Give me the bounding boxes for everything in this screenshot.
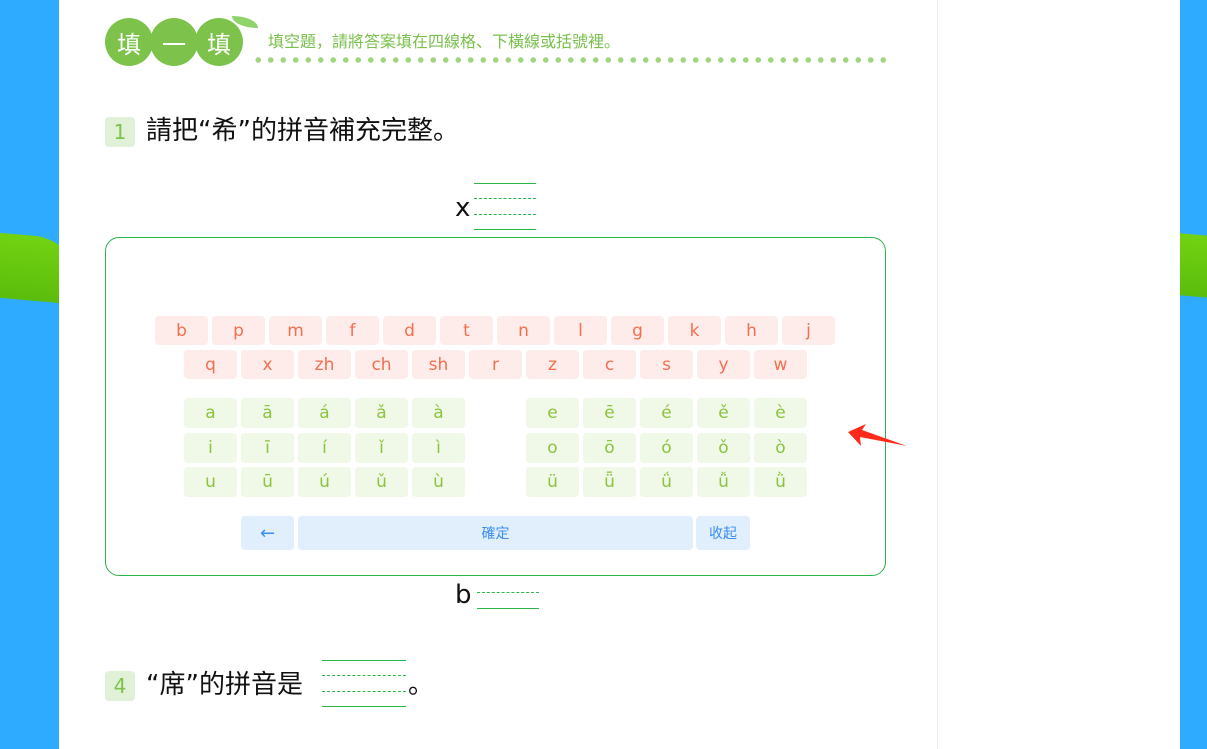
- vowel-key[interactable]: ó: [640, 433, 693, 463]
- vowel-key[interactable]: á: [298, 398, 351, 428]
- pinyin-answer-field[interactable]: [477, 592, 539, 610]
- consonant-key[interactable]: x: [241, 350, 294, 379]
- vowel-key[interactable]: ě: [697, 398, 750, 428]
- column-divider: [937, 0, 938, 749]
- question-suffix: 。: [408, 670, 435, 700]
- consonant-key[interactable]: j: [782, 316, 835, 345]
- question-text: 請把“希”的拼音補充完整。: [146, 116, 459, 146]
- vowel-key[interactable]: è: [754, 398, 807, 428]
- vowel-key[interactable]: ǚ: [697, 467, 750, 497]
- pinyin-answer-field[interactable]: [474, 182, 536, 230]
- left-background: [0, 0, 59, 749]
- consonant-key[interactable]: d: [383, 316, 436, 345]
- dotted-divider: [252, 57, 886, 63]
- vowel-key[interactable]: é: [640, 398, 693, 428]
- section-instruction: 填空題，請將答案填在四線格、下橫線或括號裡。: [268, 32, 621, 51]
- consonant-key[interactable]: sh: [412, 350, 465, 379]
- vowel-key[interactable]: à: [412, 398, 465, 428]
- vowel-key[interactable]: ǖ: [583, 467, 636, 497]
- consonant-key[interactable]: n: [497, 316, 550, 345]
- consonant-key[interactable]: w: [754, 350, 807, 379]
- vowel-key[interactable]: ü: [526, 467, 579, 497]
- consonant-key[interactable]: h: [725, 316, 778, 345]
- consonant-key[interactable]: y: [697, 350, 750, 379]
- question-text: “席”的拼音是: [146, 670, 303, 700]
- backspace-button[interactable]: ←: [241, 516, 294, 550]
- vowel-key[interactable]: ā: [241, 398, 294, 428]
- consonant-key[interactable]: g: [611, 316, 664, 345]
- vowel-key[interactable]: i: [184, 433, 237, 463]
- vowel-key[interactable]: e: [526, 398, 579, 428]
- consonant-key[interactable]: p: [212, 316, 265, 345]
- vowel-key[interactable]: ū: [241, 467, 294, 497]
- answer-prefix: x: [455, 193, 471, 223]
- consonant-key[interactable]: k: [668, 316, 721, 345]
- vowel-key[interactable]: ǎ: [355, 398, 408, 428]
- question-number: 1: [105, 117, 135, 147]
- vowel-key[interactable]: ǐ: [355, 433, 408, 463]
- green-hill-decoration: [0, 231, 59, 304]
- vowel-key[interactable]: ē: [583, 398, 636, 428]
- consonant-key[interactable]: b: [155, 316, 208, 345]
- green-hill-decoration: [1180, 233, 1207, 299]
- answer-prefix: b: [455, 580, 472, 610]
- consonant-key[interactable]: zh: [298, 350, 351, 379]
- question-number: 4: [105, 671, 135, 701]
- vowel-key[interactable]: ù: [412, 467, 465, 497]
- consonant-key[interactable]: ch: [355, 350, 408, 379]
- section-badge-char: 填: [195, 18, 243, 66]
- vowel-key[interactable]: ú: [298, 467, 351, 497]
- consonant-key[interactable]: f: [326, 316, 379, 345]
- consonant-key[interactable]: c: [583, 350, 636, 379]
- collapse-button[interactable]: 收起: [696, 516, 750, 550]
- vowel-key[interactable]: ō: [583, 433, 636, 463]
- confirm-button[interactable]: 確定: [298, 516, 693, 550]
- vowel-key[interactable]: ǔ: [355, 467, 408, 497]
- section-badge-char: 一: [150, 18, 198, 66]
- consonant-key[interactable]: m: [269, 316, 322, 345]
- vowel-key[interactable]: ǒ: [697, 433, 750, 463]
- vowel-key[interactable]: í: [298, 433, 351, 463]
- vowel-key[interactable]: ǘ: [640, 467, 693, 497]
- vowel-key[interactable]: u: [184, 467, 237, 497]
- pinyin-answer-field[interactable]: [322, 659, 406, 708]
- vowel-key[interactable]: ī: [241, 433, 294, 463]
- consonant-key[interactable]: r: [469, 350, 522, 379]
- right-background: [1180, 0, 1207, 749]
- vowel-key[interactable]: ì: [412, 433, 465, 463]
- red-arrow-annotation: [848, 424, 907, 446]
- consonant-key[interactable]: t: [440, 316, 493, 345]
- vowel-key[interactable]: ò: [754, 433, 807, 463]
- vowel-key[interactable]: o: [526, 433, 579, 463]
- section-badge-char: 填: [105, 18, 153, 66]
- consonant-key[interactable]: q: [184, 350, 237, 379]
- consonant-key[interactable]: z: [526, 350, 579, 379]
- consonant-key[interactable]: l: [554, 316, 607, 345]
- vowel-key[interactable]: ǜ: [754, 467, 807, 497]
- vowel-key[interactable]: a: [184, 398, 237, 428]
- consonant-key[interactable]: s: [640, 350, 693, 379]
